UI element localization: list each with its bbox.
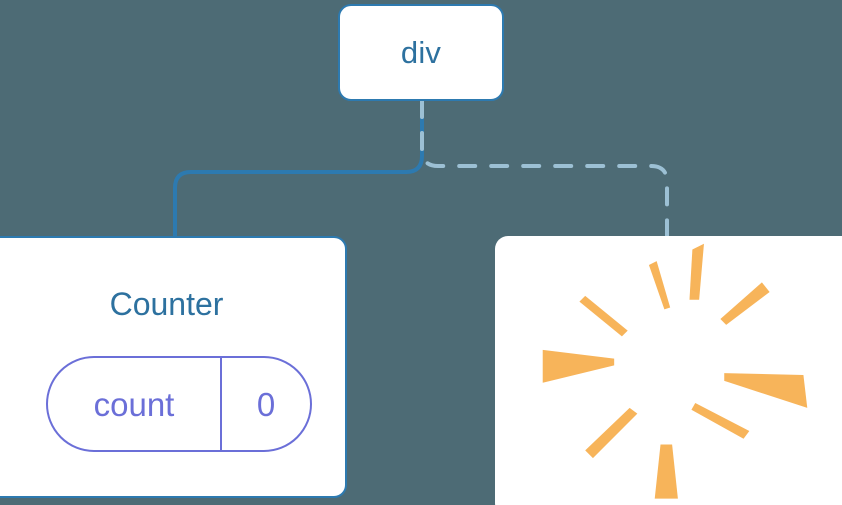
node-counter[interactable]: Counter count 0 (0, 236, 347, 498)
ray-s (654, 444, 678, 499)
ray-wsw (585, 407, 638, 459)
node-sparkle[interactable] (495, 236, 842, 505)
connector-div-to-sparkle (420, 99, 669, 240)
node-div[interactable]: div (338, 4, 504, 101)
ray-nnw (648, 261, 671, 310)
state-value: 0 (256, 385, 276, 423)
state-key: count (48, 358, 222, 450)
ray-esE (691, 403, 750, 439)
ray-nne (720, 282, 770, 325)
state-pill[interactable]: count 0 (46, 356, 312, 452)
sparkle-burst-icon (542, 243, 808, 499)
ray-e (724, 373, 808, 408)
ray-w (542, 349, 615, 383)
node-counter-title: Counter (109, 286, 224, 322)
connector-div-to-counter (173, 99, 424, 240)
ray-n (689, 243, 704, 300)
ray-wnw (579, 295, 628, 337)
node-div-label: div (400, 35, 442, 70)
